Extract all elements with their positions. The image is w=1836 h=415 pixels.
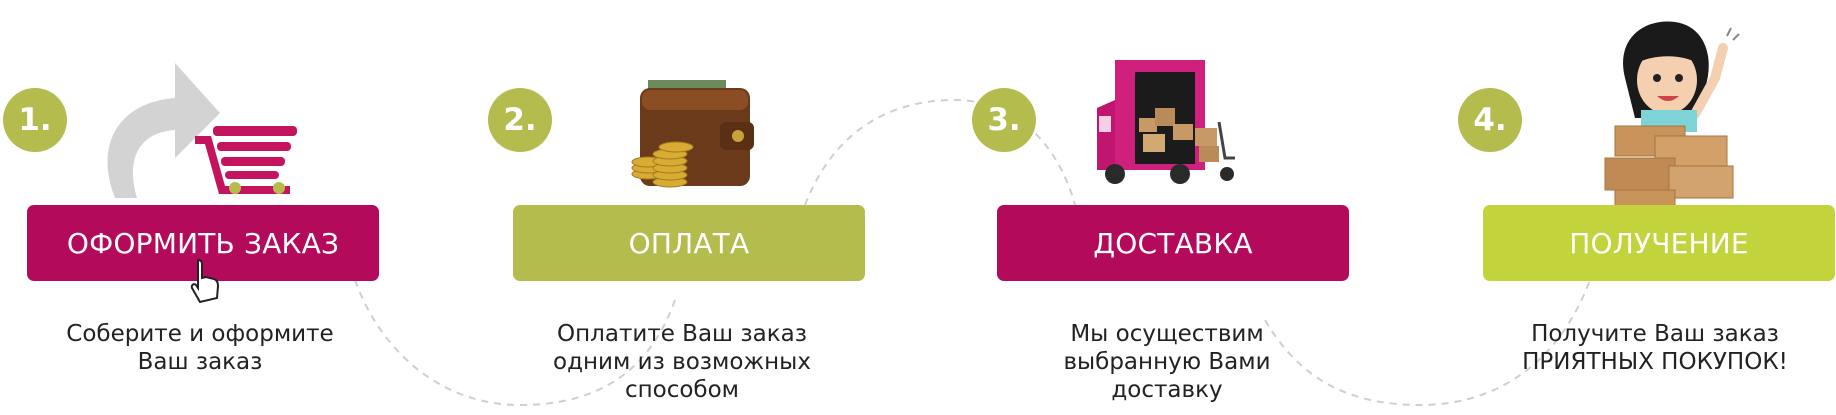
step-description: Оплатите Ваш заказ одним из возможных сп…: [553, 321, 811, 403]
step-description: Мы осуществим выбранную Вами доставку: [1063, 321, 1271, 403]
payment-button[interactable]: ОПЛАТА: [513, 205, 865, 281]
step-description: Соберите и оформите Ваш заказ: [66, 321, 334, 375]
delivery-button[interactable]: ДОСТАВКА: [997, 205, 1349, 281]
step-receiving: 4. ПОЛУЧЕНИЕ Получите Ваш заказ ПРИЯТНЫХ…: [1440, 0, 1836, 415]
step-delivery: 3. ДОСТАВКА Мы осуществим выбранную Вами…: [960, 0, 1380, 415]
receiving-button[interactable]: ПОЛУЧЕНИЕ: [1483, 205, 1835, 281]
step-description: Получите Ваш заказ ПРИЯТНЫХ ПОКУПОК!: [1522, 321, 1788, 375]
step-number-badge: 3.: [972, 88, 1036, 152]
step-payment: 2. ОПЛАТА Оплатите Ваш заказ одним из во…: [480, 0, 900, 415]
step-order: 1. ОФОРМИТЬ ЗАКАЗ Соберите и оформите Ва…: [0, 0, 420, 415]
hand-cursor-icon: [190, 258, 220, 304]
step-number-badge: 4.: [1458, 88, 1522, 152]
step-number-badge: 1.: [3, 88, 67, 152]
girl-with-boxes-icon: [1604, 21, 1740, 208]
delivery-truck-icon: [1097, 60, 1235, 184]
arrow-cart-icon: [107, 63, 297, 198]
step-number-badge: 2.: [488, 88, 552, 152]
wallet-coins-icon: [631, 80, 754, 188]
